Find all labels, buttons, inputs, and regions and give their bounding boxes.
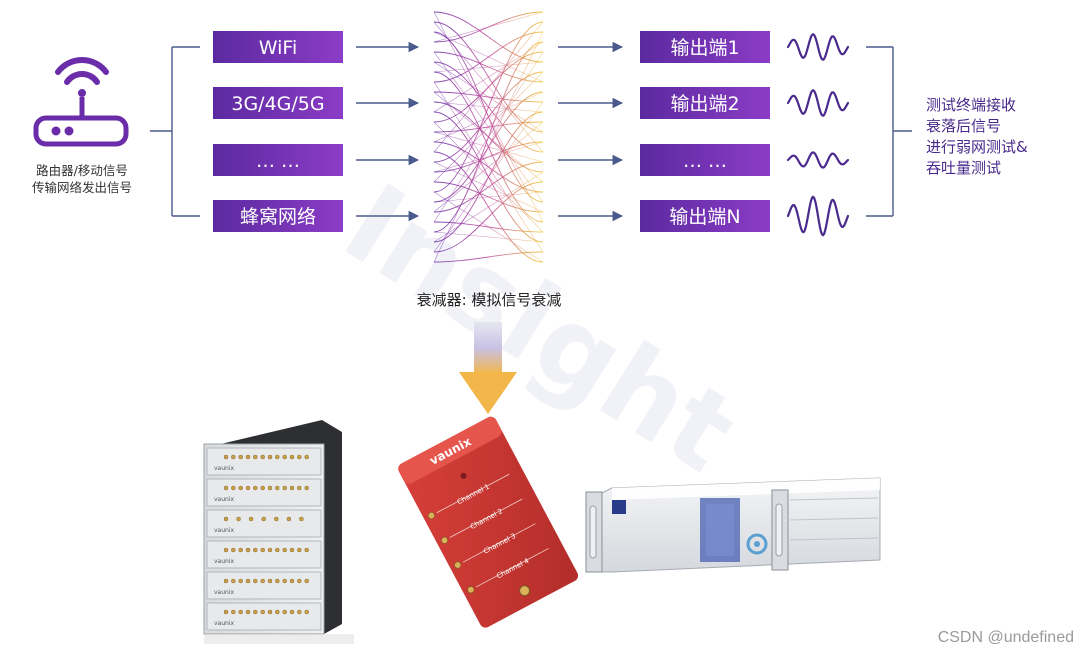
chassis-device: [585, 477, 881, 573]
mesh-line: [433, 191, 544, 263]
result-line4: 吞吐量测试: [926, 159, 1001, 177]
rack-brand: vaunix: [214, 589, 235, 596]
result-line2: 衰落后信号: [926, 117, 1001, 135]
mesh-line: [433, 111, 544, 243]
rack-brand: vaunix: [214, 558, 235, 565]
output-box-1: 输出端2: [640, 87, 770, 119]
mesh-line: [433, 81, 544, 253]
rack-brand: vaunix: [214, 620, 235, 627]
csdn-watermark: CSDN @undefined: [937, 629, 1074, 646]
channel-line: [462, 523, 536, 563]
rack-slot: vaunix: [206, 478, 322, 507]
mesh-line: [433, 181, 544, 253]
output-boxes: 输出端1 输出端2 … … 输出端N: [558, 31, 850, 237]
input-box-2: … …: [213, 144, 343, 176]
rack-slot: vaunix: [206, 602, 322, 631]
output-box-0: 输出端1: [640, 31, 770, 63]
input-label: 3G/4G/5G: [231, 93, 324, 115]
source-caption-line1: 路由器/移动信号: [36, 163, 128, 178]
output-box-2: … …: [640, 144, 770, 176]
signal-wave-icon: [786, 151, 850, 169]
mesh-line: [433, 191, 544, 203]
output-label: 输出端N: [669, 206, 740, 228]
mesh-line: [433, 171, 544, 243]
mesh-line: [433, 91, 544, 203]
rack-slot: vaunix: [206, 509, 322, 538]
mesh-line: [433, 11, 544, 43]
input-box-3: 蜂窝网络: [213, 200, 343, 232]
input-box-0: WiFi: [213, 31, 343, 63]
input-label: WiFi: [259, 37, 297, 59]
rack-attenuator-device: vaunix vaunix vaunix vaunix vaunix vaunix: [203, 420, 354, 644]
channel-line: [436, 473, 510, 514]
input-label: 蜂窝网络: [240, 206, 316, 228]
input-bracket: [150, 46, 200, 217]
result-line1: 测试终端接收: [926, 96, 1016, 114]
rack-slot: vaunix: [206, 540, 322, 569]
channel-line: [449, 498, 523, 538]
mesh-line: [433, 141, 544, 173]
attenuator-mesh: [433, 11, 544, 263]
mesh-line: [433, 61, 544, 133]
output-label: 输出端1: [670, 37, 739, 59]
signal-wave-icon: [786, 89, 850, 117]
mesh-line: [433, 161, 544, 213]
channel-line: [475, 548, 549, 588]
output-box-3: 输出端N: [640, 200, 770, 232]
mesh-line: [433, 51, 544, 203]
rack-slot: vaunix: [206, 447, 322, 476]
output-bracket: [866, 46, 912, 217]
input-label: … …: [256, 150, 300, 172]
mesh-line: [433, 21, 544, 193]
signal-wave-icon: [786, 33, 850, 61]
input-box-1: 3G/4G/5G: [213, 87, 343, 119]
input-boxes: WiFi 3G/4G/5G … … 蜂窝网络: [213, 31, 420, 232]
rack-slot: vaunix: [206, 571, 322, 600]
mesh-line: [433, 31, 544, 83]
output-label: 输出端2: [670, 93, 739, 115]
source-caption-line2: 传输网络发出信号: [32, 180, 132, 195]
result-line3: 进行弱网测试&: [926, 138, 1028, 156]
mesh-line: [433, 41, 544, 113]
mesh-line: [433, 61, 544, 73]
signal-wave-icon: [786, 195, 850, 237]
rack-brand: vaunix: [214, 527, 235, 534]
down-arrow-icon: [459, 322, 517, 414]
mesh-line: [433, 231, 544, 243]
mesh-line: [433, 11, 544, 63]
mesh-line: [433, 251, 544, 263]
router-icon: [33, 57, 129, 147]
output-label: … …: [683, 150, 727, 172]
rack-brand: vaunix: [214, 496, 235, 503]
attenuator-caption: 衰减器: 模拟信号衰减: [417, 291, 562, 309]
rack-brand: vaunix: [214, 465, 235, 472]
mesh-line: [433, 11, 544, 223]
mesh-line: [433, 21, 544, 153]
mesh-line: [433, 41, 544, 233]
